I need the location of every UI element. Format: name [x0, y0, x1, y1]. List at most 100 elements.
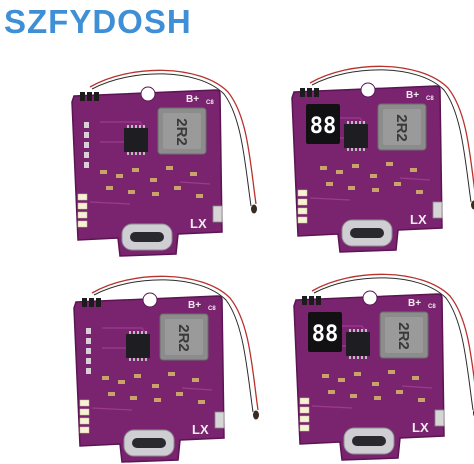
smd-part	[196, 194, 203, 198]
probe-wire-black	[93, 279, 254, 413]
inductor-top	[385, 317, 423, 353]
smd-part	[198, 400, 205, 404]
pcb-traces	[89, 121, 211, 205]
header-pin	[94, 92, 99, 101]
probe-wire-black	[91, 73, 252, 207]
brand-watermark: SZFYDOSH	[4, 3, 192, 40]
side-button	[434, 409, 445, 427]
smd-part	[320, 166, 327, 170]
controller-ic	[126, 331, 150, 361]
header-pin	[307, 88, 312, 97]
side-led	[84, 162, 89, 168]
ic-pin	[353, 356, 355, 359]
usb-c-opening	[350, 228, 384, 238]
segment-display: 88	[306, 104, 340, 144]
usb-c-port	[341, 219, 393, 247]
controller-ic	[344, 121, 368, 151]
ic-pin	[131, 152, 133, 155]
ic-body	[126, 334, 150, 358]
pcb-traces	[91, 327, 213, 411]
header-pin	[82, 298, 87, 307]
ic-pin	[349, 329, 351, 332]
side-led	[86, 338, 91, 344]
port-label: LX	[192, 422, 209, 437]
corner-label: C8	[428, 304, 436, 310]
segment-display: 88	[308, 312, 342, 352]
ic-pin	[141, 331, 143, 334]
smd-part	[168, 372, 175, 376]
port-label: LX	[410, 212, 427, 227]
inductor: 2R2	[379, 311, 429, 359]
smd-part	[352, 164, 359, 168]
inductor-label: 2R2	[395, 322, 412, 350]
smd-part	[322, 374, 329, 378]
ic-pin	[135, 125, 137, 128]
smd-part	[150, 178, 157, 182]
indicator-led	[77, 211, 88, 219]
smd-part	[336, 170, 343, 174]
indicator-led	[297, 216, 308, 224]
header-label: B+	[186, 94, 199, 105]
side-button	[432, 201, 443, 219]
smd-part	[174, 186, 181, 190]
smd-part	[152, 384, 159, 388]
smd-part	[328, 390, 335, 394]
ic-body	[344, 124, 368, 148]
ic-pin	[137, 331, 139, 334]
inductor-label: 2R2	[173, 118, 190, 146]
smd-part	[132, 168, 139, 172]
probe-wire-red	[311, 273, 474, 383]
side-button	[212, 205, 223, 223]
inductor-top	[163, 113, 201, 149]
smd-part	[166, 166, 173, 170]
usb-c-port	[123, 429, 175, 457]
corner-label: C8	[426, 96, 434, 102]
indicator-led	[77, 220, 88, 228]
ic-body	[346, 332, 370, 356]
smd-part	[412, 376, 419, 380]
ic-pin	[349, 356, 351, 359]
smd-part	[396, 390, 403, 394]
probe-wire-red	[91, 275, 259, 411]
mount-hole	[142, 292, 158, 308]
mount-hole	[360, 82, 376, 98]
ic-pin	[361, 329, 363, 332]
header-pins	[302, 296, 321, 305]
display-digits: 88	[310, 114, 337, 139]
ic-pin	[359, 121, 361, 124]
display-body	[306, 104, 340, 144]
side-led	[86, 328, 91, 334]
display-body	[308, 312, 342, 352]
probe-wire-black	[313, 277, 474, 411]
corner-label: C8	[206, 100, 214, 106]
thermistor-bead	[253, 410, 259, 420]
smd-part	[100, 170, 107, 174]
smd-part	[152, 192, 159, 196]
led-column	[86, 328, 91, 374]
ic-pin	[355, 121, 357, 124]
ic-pin	[363, 148, 365, 151]
port-label: LX	[190, 216, 207, 231]
ic-pin	[137, 358, 139, 361]
smd-components	[102, 372, 205, 404]
inductor: 2R2	[159, 313, 209, 361]
indicator-led	[79, 417, 90, 425]
header-label: B+	[406, 90, 419, 101]
usb-c-opening	[130, 232, 164, 242]
indicator-led	[79, 426, 90, 434]
ic-pin	[127, 152, 129, 155]
ic-pin	[353, 329, 355, 332]
indicator-leds	[297, 189, 308, 224]
thermistor-bead	[251, 204, 257, 214]
smd-part	[102, 376, 109, 380]
ic-pin	[133, 331, 135, 334]
indicator-led	[297, 198, 308, 206]
side-led	[86, 358, 91, 364]
header-pin	[80, 92, 85, 101]
ic-pin	[129, 331, 131, 334]
smd-part	[354, 372, 361, 376]
smd-part	[418, 398, 425, 402]
smd-part	[326, 182, 333, 186]
